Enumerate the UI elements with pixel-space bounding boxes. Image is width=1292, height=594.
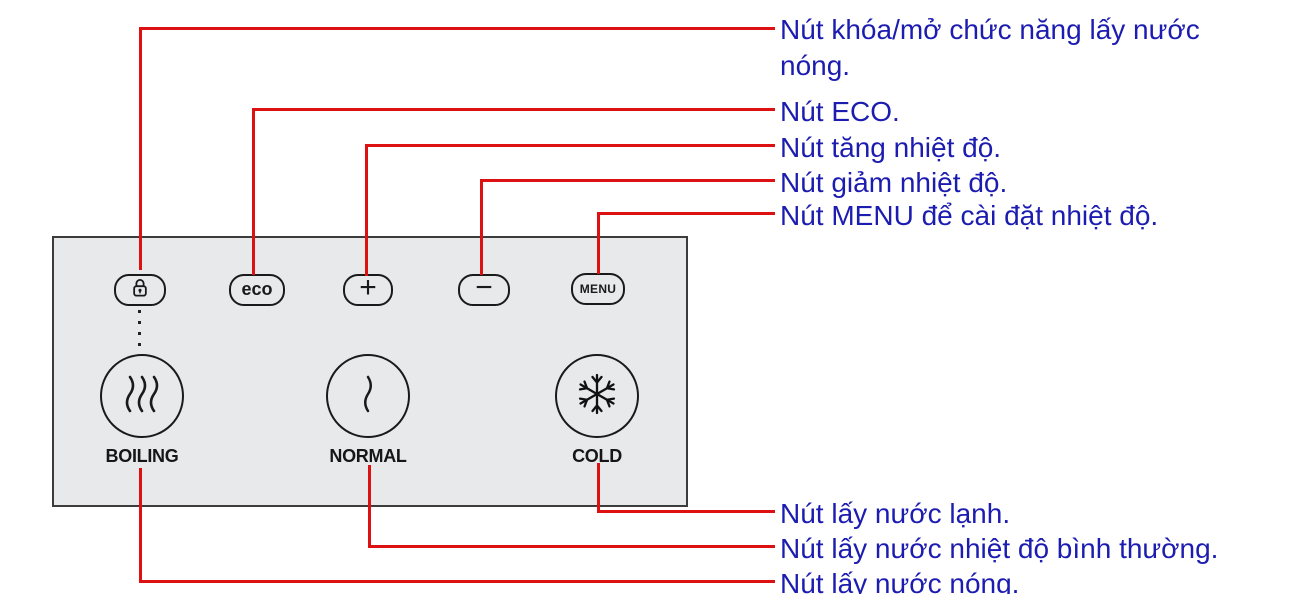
callout-line-cold-horizontal — [597, 510, 775, 513]
cold-label: COLD — [572, 446, 622, 466]
annotation-cold: Nút lấy nước lạnh. — [780, 498, 1011, 529]
callout-line-menu-horizontal — [597, 212, 775, 215]
plus-icon: + — [359, 271, 377, 304]
lock-icon — [131, 277, 149, 304]
boiling-button[interactable] — [100, 354, 184, 438]
callout-line-cold-vertical — [597, 463, 600, 513]
snowflake-icon — [573, 370, 621, 423]
annotation-eco: Nút ECO. — [780, 96, 900, 127]
callout-line-normal-vertical — [368, 465, 371, 548]
wave-icon — [360, 374, 376, 419]
callout-line-temp-up-horizontal — [365, 144, 775, 147]
annotation-boiling: Nút lấy nước nóng. — [780, 568, 1020, 594]
callout-line-lock-vertical — [139, 27, 142, 270]
annotation-menu: Nút MENU để cài đặt nhiệt độ. — [780, 200, 1159, 231]
callout-line-normal-horizontal — [368, 545, 775, 548]
callout-line-temp-down-horizontal — [480, 179, 775, 182]
callout-line-temp-down-vertical — [480, 179, 483, 275]
callout-line-boiling-vertical — [139, 468, 142, 583]
annotation-temp-down: Nút giảm nhiệt độ. — [780, 167, 1008, 198]
annotation-normal: Nút lấy nước nhiệt độ bình thường. — [780, 533, 1219, 564]
control-panel: eco + − MENU — [52, 236, 688, 507]
temp-up-button[interactable]: + — [343, 271, 393, 306]
normal-button[interactable] — [326, 354, 410, 438]
callout-line-boiling-horizontal — [139, 580, 775, 583]
lock-button[interactable] — [114, 274, 166, 306]
dotted-connector — [138, 310, 141, 350]
annotation-lock: Nút khóa/mở chức năng lấy nước nóng. — [780, 14, 1200, 81]
eco-button[interactable]: eco — [229, 274, 285, 306]
callout-line-menu-vertical — [597, 212, 600, 274]
eco-button-label: eco — [241, 279, 273, 299]
boiling-label: BOILING — [105, 446, 179, 466]
callout-line-eco-vertical — [252, 108, 255, 275]
temp-down-button[interactable]: − — [458, 271, 510, 306]
callout-line-lock-horizontal — [139, 27, 775, 30]
cold-button[interactable] — [555, 354, 639, 438]
menu-button[interactable]: MENU — [571, 273, 625, 305]
normal-label: NORMAL — [329, 446, 407, 466]
steam-icon — [125, 374, 159, 419]
menu-button-label: MENU — [579, 282, 617, 296]
annotation-temp-up: Nút tăng nhiệt độ. — [780, 132, 1002, 163]
callout-line-eco-horizontal — [252, 108, 775, 111]
minus-icon: − — [475, 271, 493, 304]
callout-line-temp-up-vertical — [365, 144, 368, 276]
